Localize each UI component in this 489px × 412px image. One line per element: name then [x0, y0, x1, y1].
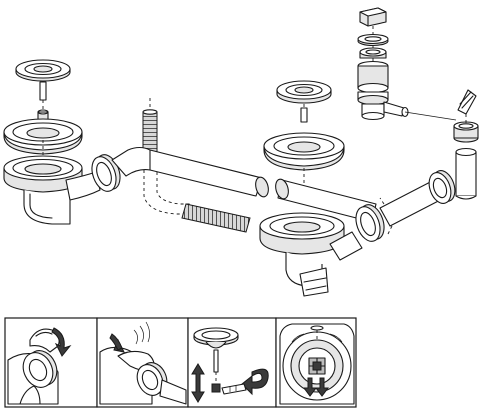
center-outlet-body: [259, 212, 363, 297]
left-strainer-assembly: [3, 59, 121, 225]
rotate-arrow-icon: [241, 368, 269, 396]
instruction-step-4-panel: [275, 317, 357, 408]
instruction-step-1-panel: [4, 317, 98, 408]
down-arrow-icon: [303, 377, 329, 397]
left-coupling-nut: [91, 154, 121, 192]
overflow-washer: [357, 33, 389, 47]
overflow-cap: [359, 7, 387, 27]
instruction-step-2-panel: [96, 317, 189, 408]
left-strainer-plug: [15, 59, 71, 82]
overflow-body: [357, 60, 457, 121]
connecting-pipe: [111, 146, 269, 215]
left-basket-flange: [3, 118, 83, 156]
center-basket-flange: [263, 132, 345, 200]
left-strainer-stem: [37, 81, 49, 123]
instruction-step-3-panel: [187, 317, 277, 408]
overflow-corrugated-hose: [181, 203, 251, 233]
overflow-head-assembly: [357, 7, 457, 121]
overflow-nut: [359, 47, 387, 59]
up-down-arrow-icon: [191, 363, 205, 403]
center-strainer-plug: [276, 80, 332, 123]
right-tee-fitting: [453, 89, 479, 200]
left-outlet-body: [3, 155, 101, 225]
instruction-panels: [4, 317, 357, 408]
trap-pipe: [379, 170, 456, 235]
center-coupling-nut: [355, 204, 385, 242]
